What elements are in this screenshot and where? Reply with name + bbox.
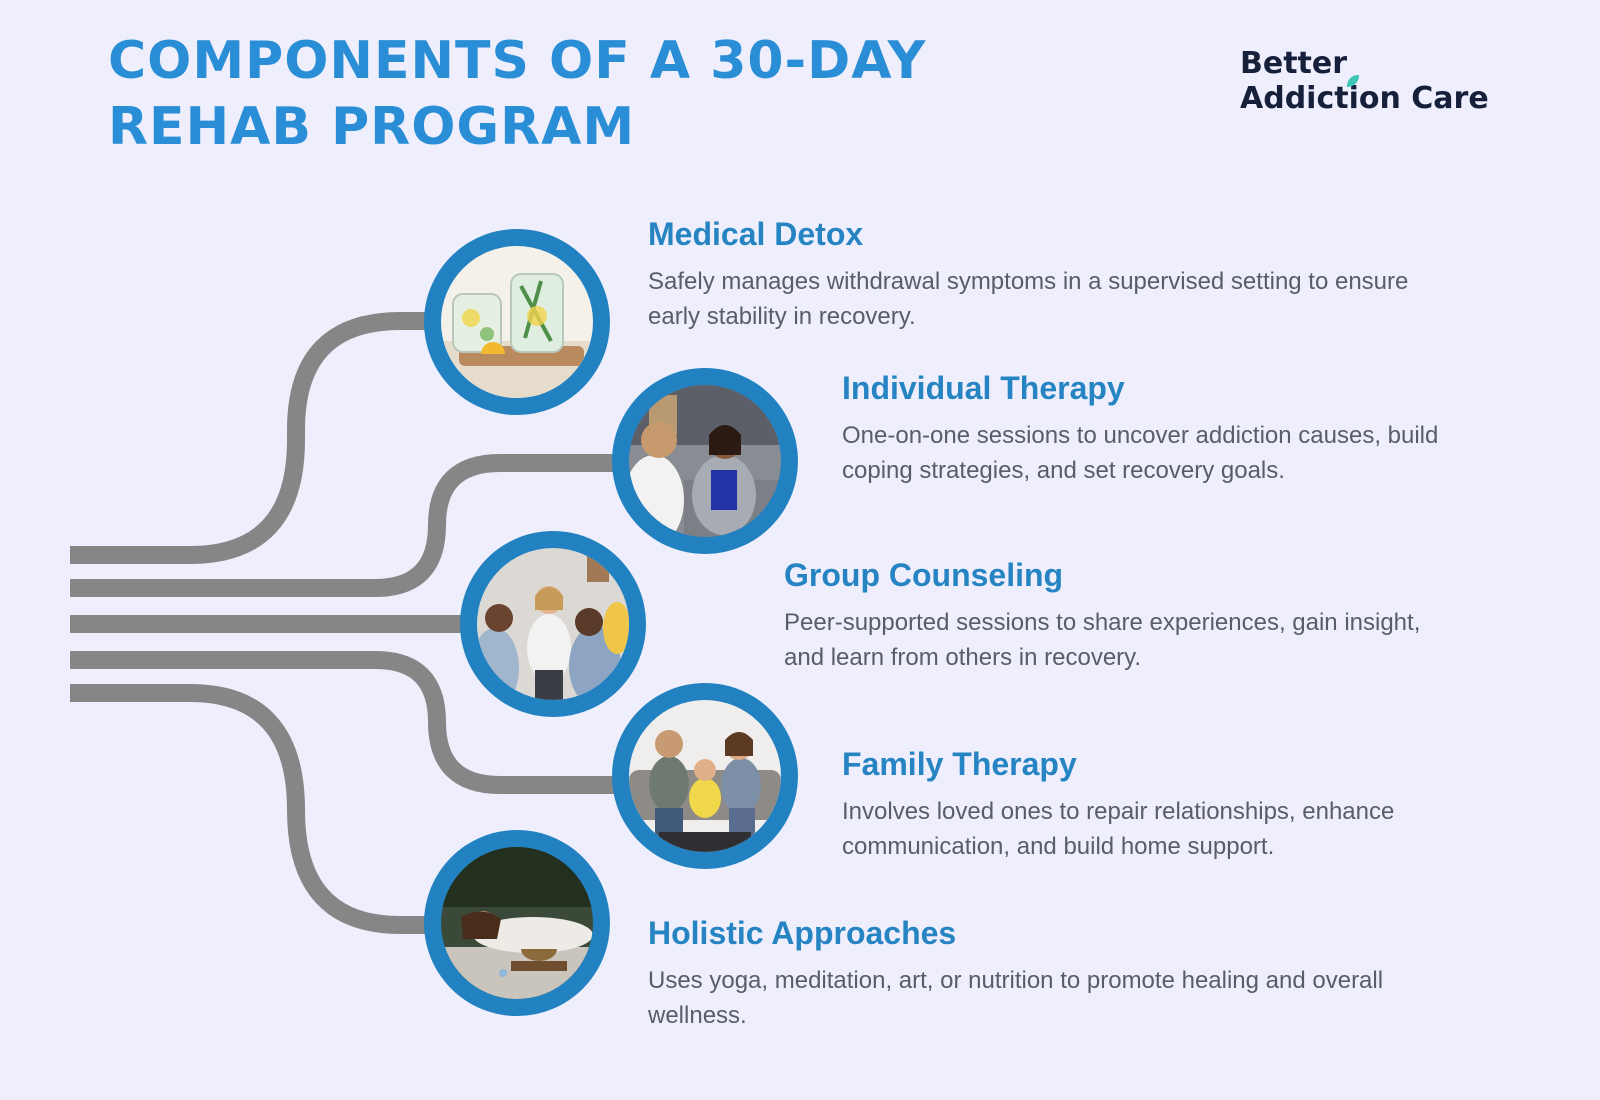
logo-line-1: Better xyxy=(1240,46,1348,81)
component-group-counseling: Group Counseling Peer-supported sessions… xyxy=(784,555,1444,675)
page-title: COMPONENTS OF A 30-DAY REHAB PROGRAM xyxy=(108,28,926,160)
leaf-icon xyxy=(1347,75,1359,87)
component-description: Peer-supported sessions to share experie… xyxy=(784,609,1421,671)
component-description: Uses yoga, meditation, art, or nutrition… xyxy=(648,967,1384,1029)
logo-line-2: Addiction Care xyxy=(1240,81,1489,116)
brand-logo: Better Addiction Care xyxy=(1240,46,1489,116)
component-description: One-on-one sessions to uncover addiction… xyxy=(842,422,1439,484)
connector-family-therapy xyxy=(70,651,640,794)
individual-therapy-photo xyxy=(612,368,798,554)
component-family-therapy: Family Therapy Involves loved ones to re… xyxy=(842,744,1462,864)
title-line-1: COMPONENTS OF A 30-DAY xyxy=(108,31,927,91)
component-heading: Family Therapy xyxy=(842,746,1077,782)
component-individual-therapy: Individual Therapy One-on-one sessions t… xyxy=(842,368,1462,488)
connector-individual-therapy xyxy=(70,454,640,597)
component-heading: Medical Detox xyxy=(648,216,864,252)
connector-holistic-approaches xyxy=(70,684,440,934)
group-counseling-photo xyxy=(460,531,646,717)
component-description: Involves loved ones to repair relationsh… xyxy=(842,798,1395,860)
connector-medical-detox xyxy=(70,312,440,564)
component-heading: Group Counseling xyxy=(784,557,1064,593)
component-description: Safely manages withdrawal symptoms in a … xyxy=(648,268,1409,330)
medical-detox-photo xyxy=(424,229,610,415)
title-line-2: REHAB PROGRAM xyxy=(108,97,636,157)
component-heading: Holistic Approaches xyxy=(648,915,957,951)
component-heading: Individual Therapy xyxy=(842,370,1125,406)
holistic-approaches-photo xyxy=(424,830,610,1016)
family-therapy-photo xyxy=(612,683,798,869)
component-holistic-approaches: Holistic Approaches Uses yoga, meditatio… xyxy=(648,913,1478,1033)
component-medical-detox: Medical Detox Safely manages withdrawal … xyxy=(648,214,1428,334)
